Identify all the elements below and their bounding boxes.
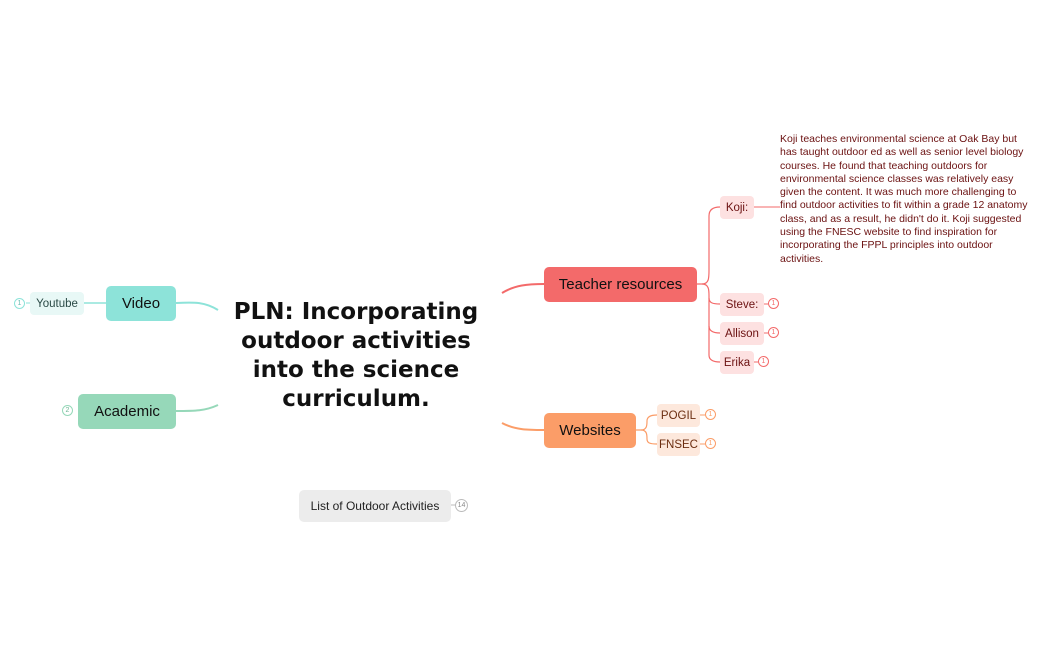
steve-node[interactable]: Steve: [720, 293, 764, 316]
websites-node[interactable]: Websites [544, 413, 636, 448]
pogil-count-badge[interactable]: 1 [705, 409, 716, 420]
youtube-count-badge[interactable]: 1 [14, 298, 25, 309]
central-topic[interactable]: PLN: Incorporating outdoor activities in… [233, 299, 479, 412]
teacher-resources-node[interactable]: Teacher resources [544, 267, 697, 302]
erika-node[interactable]: Erika [720, 351, 754, 374]
koji-node[interactable]: Koji: [720, 196, 754, 219]
academic-node[interactable]: Academic [78, 394, 176, 429]
pogil-node[interactable]: POGIL [657, 404, 700, 427]
koji-note: Koji teaches environmental science at Oa… [780, 133, 1028, 265]
floating-topic-outdoor-activities[interactable]: List of Outdoor Activities [299, 490, 451, 522]
allison-node[interactable]: Allison [720, 322, 764, 345]
fnsec-node[interactable]: FNSEC [657, 433, 700, 456]
allison-count-badge[interactable]: 1 [768, 327, 779, 338]
video-node[interactable]: Video [106, 286, 176, 321]
youtube-node[interactable]: Youtube [30, 292, 84, 315]
outdoor-activities-count-badge[interactable]: 14 [455, 499, 468, 512]
fnsec-count-badge[interactable]: 1 [705, 438, 716, 449]
steve-count-badge[interactable]: 1 [768, 298, 779, 309]
erika-count-badge[interactable]: 1 [758, 356, 769, 367]
academic-count-badge[interactable]: 2 [62, 405, 73, 416]
